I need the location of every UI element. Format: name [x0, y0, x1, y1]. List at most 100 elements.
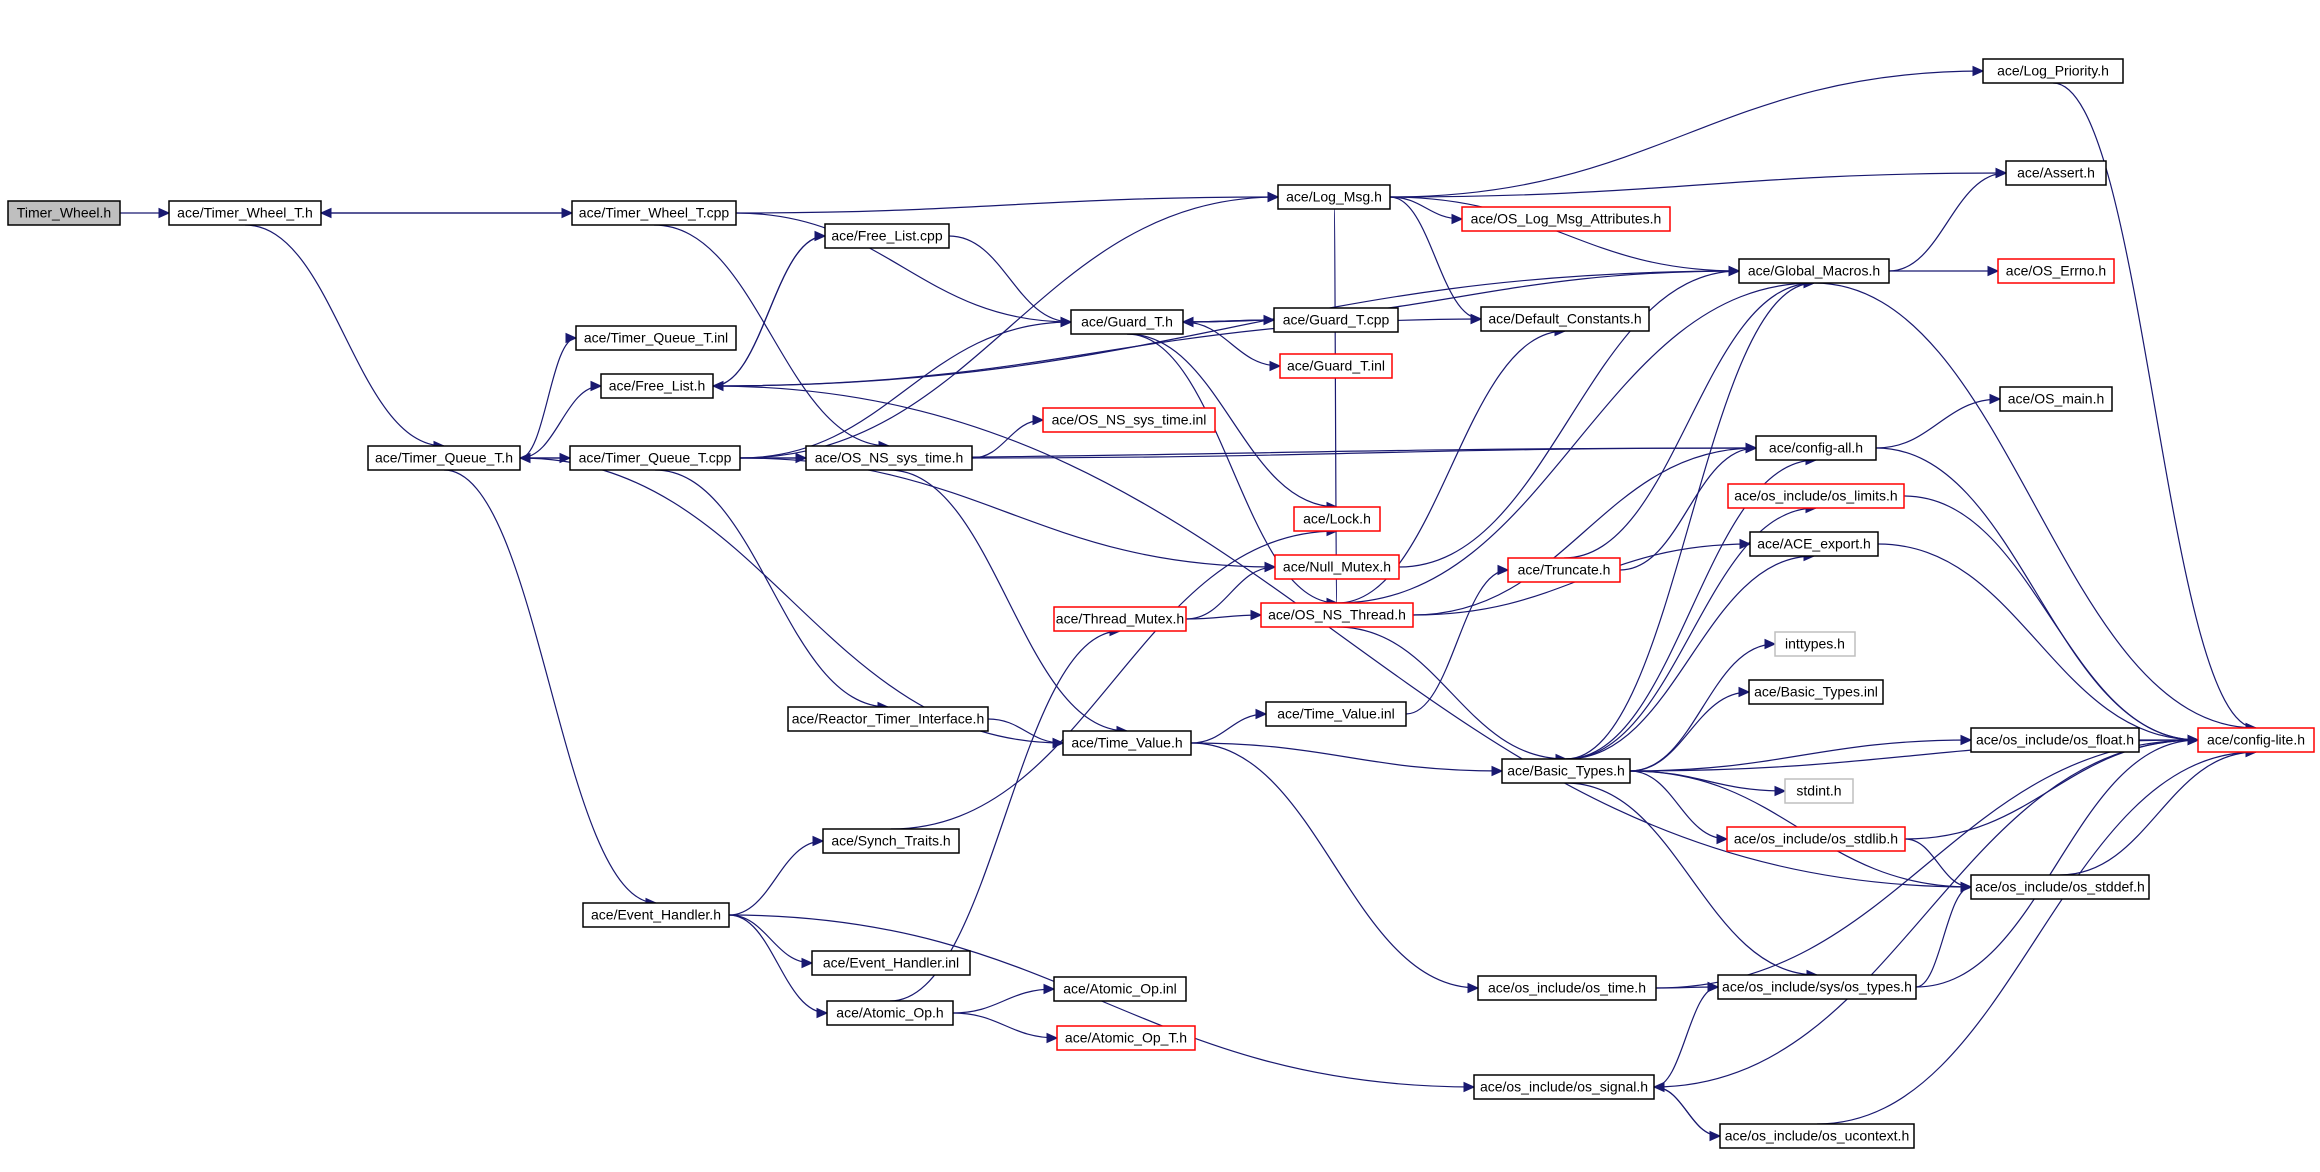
edge-time_value_h-to-time_value_inl	[1190, 708, 1268, 744]
edge-arrowhead	[1451, 213, 1464, 225]
edge-arrowhead	[801, 957, 814, 969]
node-box	[1473, 1074, 1655, 1100]
node-atomic-op-h[interactable]: ace/Atomic_Op.h	[826, 1000, 954, 1026]
node-lock-h[interactable]: ace/Lock.h	[1293, 506, 1381, 532]
node-os-stddef-h[interactable]: ace/os_include/os_stddef.h	[1970, 874, 2150, 900]
node-free-list-h[interactable]: ace/Free_List.h	[600, 373, 714, 399]
node-os-signal-h[interactable]: ace/os_include/os_signal.h	[1473, 1074, 1655, 1100]
node-os-stdlib-h[interactable]: ace/os_include/os_stdlib.h	[1726, 826, 1906, 852]
node-event-handler-inl[interactable]: ace/Event_Handler.inl	[811, 950, 971, 976]
node-stdint-h[interactable]: stdint.h	[1784, 778, 1854, 804]
node-timer-queue-t-cpp[interactable]: ace/Timer_Queue_T.cpp	[569, 445, 741, 471]
node-guard-t-cpp[interactable]: ace/Guard_T.cpp	[1273, 307, 1399, 333]
node-atomic-op-t-h[interactable]: ace/Atomic_Op_T.h	[1056, 1025, 1196, 1051]
edge-line	[1389, 172, 2007, 198]
edge-line	[519, 457, 1064, 744]
node-log-priority-h[interactable]: ace/Log_Priority.h	[1982, 58, 2124, 84]
node-basic-types-inl[interactable]: ace/Basic_Types.inl	[1748, 679, 1884, 705]
node-timer-wheel-t-cpp[interactable]: ace/Timer_Wheel_T.cpp	[571, 200, 737, 226]
node-os-main-h[interactable]: ace/OS_main.h	[1999, 386, 2113, 412]
edge-line	[1182, 270, 1740, 323]
node-inttypes-h[interactable]: inttypes.h	[1774, 631, 1856, 657]
edge-basic_types_h-to-stdint_h	[1629, 770, 1787, 797]
edge-arrowhead	[816, 1007, 829, 1019]
node-label: ace/Timer_Queue_T.h	[375, 450, 513, 466]
node-ace-export-h[interactable]: ace/ACE_export.h	[1749, 531, 1879, 557]
node-timer-queue-t-h[interactable]: ace/Timer_Queue_T.h	[367, 445, 521, 471]
edge-line	[2059, 751, 2257, 876]
edge-line	[1565, 459, 1817, 760]
edge-line	[728, 840, 824, 916]
node-thread-mutex-h[interactable]: ace/Thread_Mutex.h	[1053, 606, 1187, 632]
node-time-value-h[interactable]: ace/Time_Value.h	[1062, 730, 1192, 756]
node-box	[1999, 386, 2113, 412]
node-sys-os-types-h[interactable]: ace/os_include/sys/os_types.h	[1717, 974, 1917, 1000]
node-label: ace/os_include/os_signal.h	[1480, 1079, 1648, 1095]
node-os-errno-h[interactable]: ace/OS_Errno.h	[1997, 258, 2115, 284]
edge-arrowhead	[1960, 881, 1973, 893]
node-label: ace/Time_Value.inl	[1277, 706, 1395, 722]
node-config-all-h[interactable]: ace/config-all.h	[1755, 435, 1877, 461]
node-os-ns-sys-time-h[interactable]: ace/OS_NS_sys_time.h	[805, 445, 973, 471]
node-default-constants-h[interactable]: ace/Default_Constants.h	[1480, 306, 1650, 332]
edge-line	[1915, 886, 1972, 988]
edge-os_ucontext_h-to-os_signal_h	[1652, 1081, 1721, 1137]
node-timer-wheel-t-h[interactable]: ace/Timer_Wheel_T.h	[168, 200, 322, 226]
edge-os_time_h-to-config_lite_h	[1655, 734, 2200, 989]
node-assert-h[interactable]: ace/Assert.h	[2005, 160, 2107, 186]
node-os-ucontext-h[interactable]: ace/os_include/os_ucontext.h	[1719, 1123, 1915, 1149]
edge-line	[1182, 321, 1281, 367]
node-os-ns-sys-time-inl[interactable]: ace/OS_NS_sys_time.inl	[1042, 407, 1216, 433]
node-config-lite-h[interactable]: ace/config-lite.h	[2197, 727, 2315, 753]
edge-line	[1653, 1086, 1721, 1137]
node-log-msg-h[interactable]: ace/Log_Msg.h	[1277, 184, 1391, 210]
edge-line	[1653, 986, 1719, 1088]
node-reactor-timer-interface-h[interactable]: ace/Reactor_Timer_Interface.h	[787, 706, 989, 732]
edge-arrowhead	[1728, 265, 1741, 277]
edge-line	[2052, 82, 2257, 729]
edge-basic_types_h-to-inttypes_h	[1629, 638, 1777, 772]
node-box	[1717, 974, 1917, 1000]
node-atomic-op-inl[interactable]: ace/Atomic_Op.inl	[1053, 976, 1187, 1002]
node-box	[805, 445, 973, 471]
edge-global_macros_h-to-assert_h	[1888, 167, 2008, 272]
node-guard-t-inl[interactable]: ace/Guard_T.inl	[1279, 353, 1393, 379]
node-label: ace/Event_Handler.h	[591, 907, 721, 923]
node-synch-traits-h[interactable]: ace/Synch_Traits.h	[822, 828, 960, 854]
node-os-limits-h[interactable]: ace/os_include/os_limits.h	[1727, 483, 1905, 509]
node-event-handler-h[interactable]: ace/Event_Handler.h	[582, 902, 730, 928]
edge-arrowhead	[1032, 414, 1045, 426]
edge-os_signal_h-to-sys_os_types_h	[1653, 981, 1720, 1088]
node-basic-types-h[interactable]: ace/Basic_Types.h	[1501, 758, 1631, 784]
node-label: ace/Free_List.cpp	[831, 228, 942, 244]
edge-line	[1563, 282, 1815, 559]
node-label: ace/Basic_Types.inl	[1754, 684, 1878, 700]
node-box	[1480, 306, 1650, 332]
edge-config_all_h-to-os_main_h	[1875, 393, 2002, 449]
node-os-log-msg-attributes-h[interactable]: ace/OS_Log_Msg_Attributes.h	[1461, 206, 1671, 232]
edge-timer_queue_t_h-to-free_list_h	[519, 380, 603, 459]
node-guard-t-h[interactable]: ace/Guard_T.h	[1070, 309, 1184, 335]
edge-arrowhead	[1267, 191, 1280, 203]
node-label: stdint.h	[1796, 783, 1841, 799]
node-label: ace/os_include/os_limits.h	[1734, 488, 1897, 504]
node-truncate-h[interactable]: ace/Truncate.h	[1507, 557, 1621, 583]
node-global-macros-h[interactable]: ace/Global_Macros.h	[1738, 258, 1890, 284]
node-os-float-h[interactable]: ace/os_include/os_float.h	[1970, 727, 2140, 753]
node-free-list-cpp[interactable]: ace/Free_List.cpp	[824, 223, 950, 249]
node-os-time-h[interactable]: ace/os_include/os_time.h	[1477, 975, 1657, 1001]
edge-timer_wheel_t_cpp-to-timer_wheel_t_h	[319, 207, 572, 219]
node-timer-queue-t-inl[interactable]: ace/Timer_Queue_T.inl	[575, 325, 737, 351]
node-os-ns-thread-h[interactable]: ace/OS_NS_Thread.h	[1260, 602, 1414, 628]
node-timer-wheel-h[interactable]: Timer_Wheel.h	[7, 200, 121, 226]
node-box	[367, 445, 521, 471]
edge-line	[1903, 495, 2199, 741]
edge-timer_wheel_t_cpp-to-log_msg_h	[735, 191, 1280, 214]
node-null-mutex-h[interactable]: ace/Null_Mutex.h	[1274, 554, 1400, 580]
node-label: ace/Truncate.h	[1518, 562, 1611, 578]
node-time-value-inl[interactable]: ace/Time_Value.inl	[1265, 701, 1407, 727]
node-box	[1501, 758, 1631, 784]
edge-timer_queue_t_cpp-to-null_mutex_h	[739, 457, 1277, 573]
edge-line	[443, 469, 657, 904]
